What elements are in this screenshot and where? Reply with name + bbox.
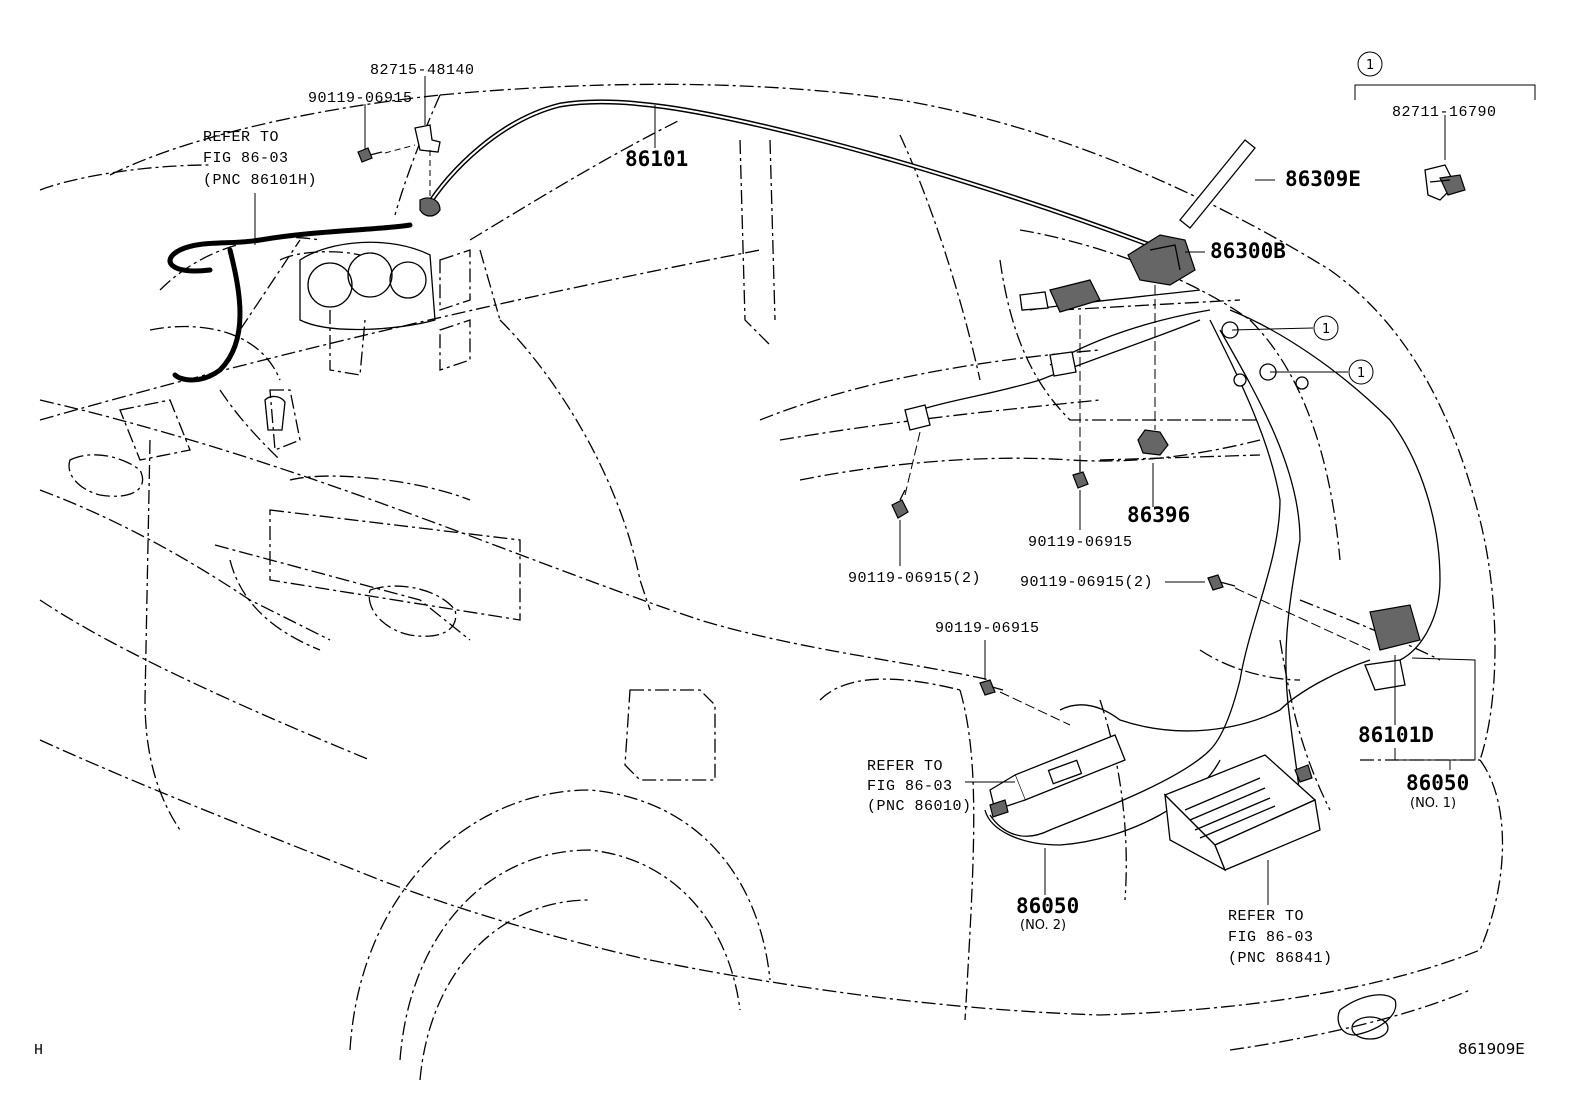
bolt-icon xyxy=(979,679,1004,696)
label-86309e: 86309E xyxy=(1285,167,1361,191)
label-refer-a-line1: REFER TO xyxy=(203,129,279,146)
label-90119-mid: 90119-06915 xyxy=(1028,534,1133,551)
callout-circle-inset xyxy=(1357,51,1383,77)
label-82715-48140: 82715-48140 xyxy=(370,62,475,79)
parts-drawings xyxy=(357,124,1466,872)
label-figure-code: 861909E xyxy=(1458,1040,1525,1058)
module-86010 xyxy=(989,734,1126,818)
amplifier-module xyxy=(1049,279,1101,313)
label-86050-no2: 86050 xyxy=(1016,894,1079,918)
label-refer-c-line2: FIG 86-03 xyxy=(1228,929,1314,946)
callout-circle-1b xyxy=(1348,359,1374,385)
label-callout-1a: 1 xyxy=(1322,322,1330,337)
label-86396: 86396 xyxy=(1127,503,1190,527)
wire-harnesses xyxy=(167,99,1441,846)
label-refer-c-line3: (PNC 86841) xyxy=(1228,950,1333,967)
unit-86841 xyxy=(1163,754,1321,872)
label-inset-callout: 1 xyxy=(1366,58,1374,73)
label-90119-right-2: 90119-06915(2) xyxy=(1020,574,1153,591)
label-86101d: 86101D xyxy=(1358,723,1434,747)
clip-86396 xyxy=(1137,429,1169,456)
callout-circle-1a xyxy=(1313,315,1339,341)
label-90119-top: 90119-06915 xyxy=(308,90,413,107)
label-refer-a-line3: (PNC 86101H) xyxy=(203,172,317,189)
bolt-icon xyxy=(1072,462,1089,489)
clip-82711 xyxy=(1424,164,1466,201)
bolt-icon xyxy=(1207,574,1236,591)
label-90119-low: 90119-06915 xyxy=(935,620,1040,637)
label-refer-c-line1: REFER TO xyxy=(1228,908,1304,925)
label-86050-no2-sub: (NO. 2) xyxy=(1020,918,1066,933)
antenna-rod-86309e xyxy=(1179,139,1256,229)
label-corner-mark: H xyxy=(34,1042,44,1059)
label-82711-16790: 82711-16790 xyxy=(1392,104,1497,121)
label-86300b: 86300B xyxy=(1210,239,1286,263)
part-labels: 82715-48140 90119-06915 REFER TO FIG 86-… xyxy=(34,58,1525,1059)
label-callout-1b: 1 xyxy=(1357,366,1365,381)
bolt-icon xyxy=(357,147,383,163)
bracket-82715 xyxy=(414,124,441,153)
leader-lines xyxy=(254,76,1536,905)
bolt-icon xyxy=(891,489,909,519)
label-refer-b-line3: (PNC 86010) xyxy=(867,798,972,815)
label-refer-b-line2: FIG 86-03 xyxy=(867,778,953,795)
vehicle-body-outline xyxy=(39,83,1504,1081)
label-86050-no1-sub: (NO. 1) xyxy=(1410,796,1456,811)
antenna-amplifier-86101d xyxy=(1369,604,1421,651)
label-86050-no1: 86050 xyxy=(1406,771,1469,795)
label-refer-a-line2: FIG 86-03 xyxy=(203,150,289,167)
label-refer-b-line1: REFER TO xyxy=(867,758,943,775)
label-86101: 86101 xyxy=(625,147,688,171)
label-90119-left-2: 90119-06915(2) xyxy=(848,570,981,587)
antenna-base-86300b xyxy=(1127,234,1196,286)
